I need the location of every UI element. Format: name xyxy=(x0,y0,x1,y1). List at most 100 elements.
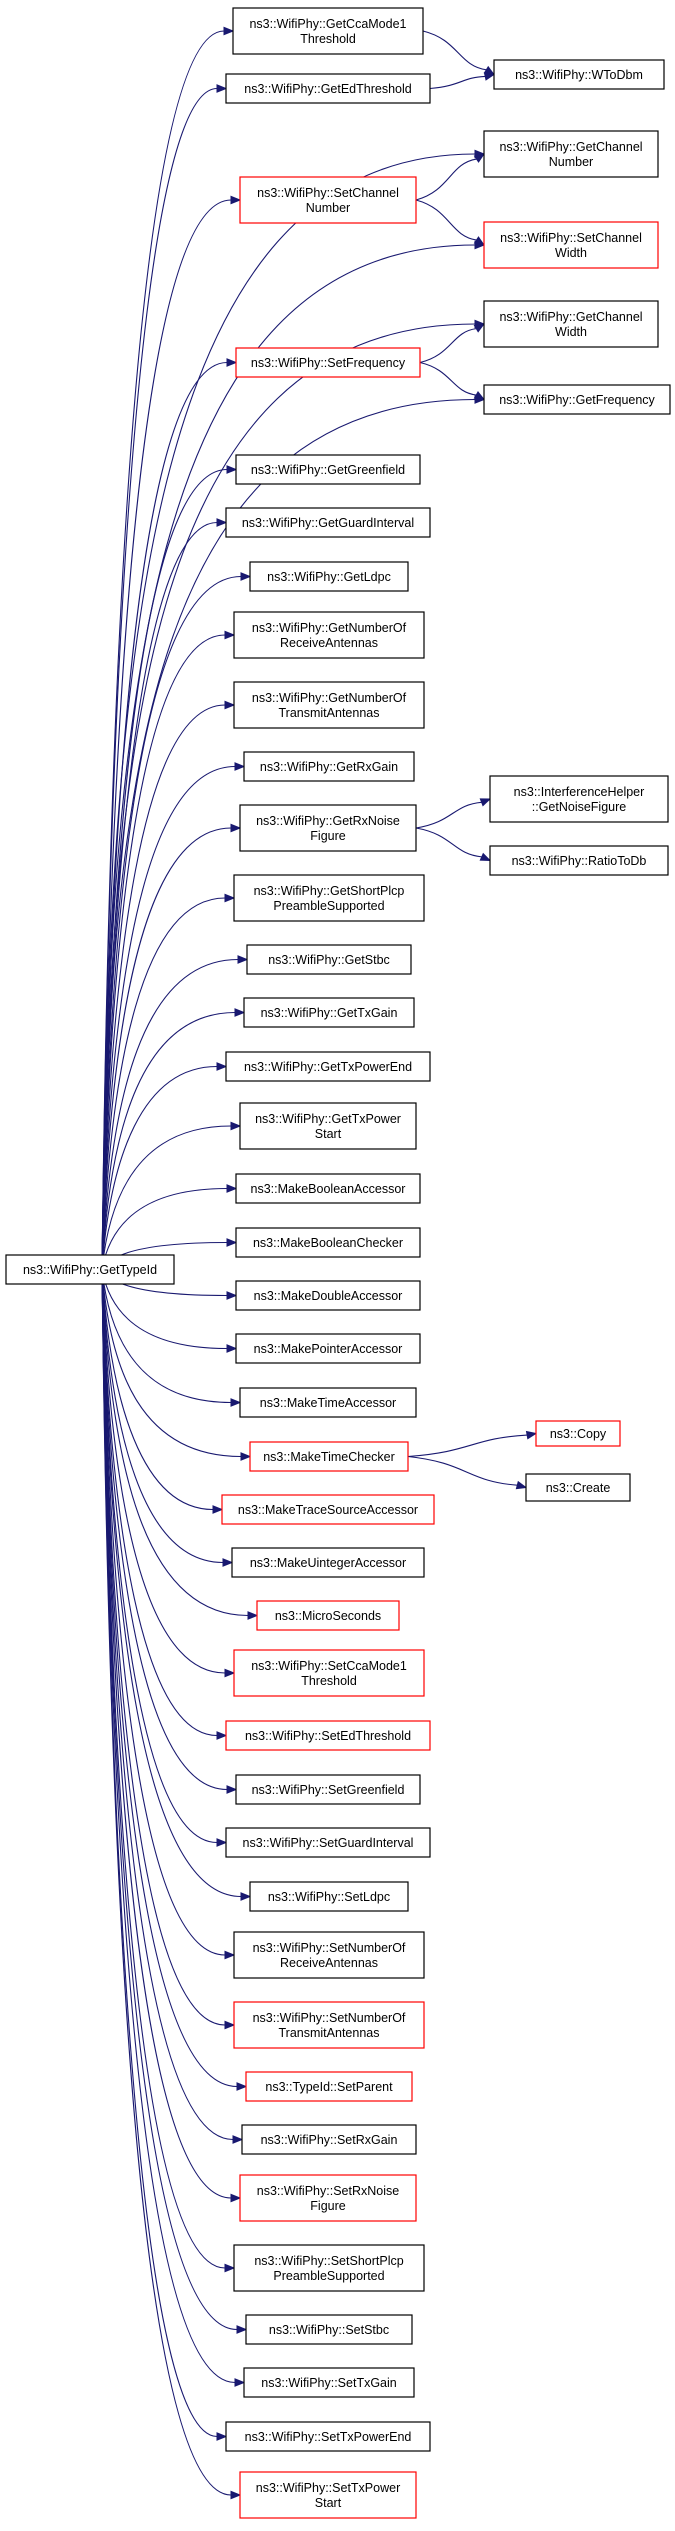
node-label: ns3::WifiPhy::SetRxGain xyxy=(261,2133,398,2147)
node-make-time-accessor[interactable]: ns3::MakeTimeAccessor xyxy=(239,1387,417,1418)
node-box xyxy=(225,1827,431,1858)
node-set-short-plcp-preamble-supported[interactable]: ns3::WifiPhy::SetShortPlcpPreambleSuppor… xyxy=(233,2244,425,2292)
edge-line xyxy=(422,30,487,71)
node-label: ns3::WifiPhy::SetNumberOf xyxy=(253,1941,406,1955)
arrowhead xyxy=(473,236,486,246)
edge-line xyxy=(101,1269,238,2088)
node-box xyxy=(233,874,425,922)
node-get-short-plcp-preamble-supported[interactable]: ns3::WifiPhy::GetShortPlcpPreambleSuppor… xyxy=(233,874,425,922)
node-box xyxy=(233,1931,425,1979)
node-get-ldpc[interactable]: ns3::WifiPhy::GetLdpc xyxy=(249,561,409,592)
node-set-frequency[interactable]: ns3::WifiPhy::SetFrequency xyxy=(235,347,421,378)
node-set-number-of-transmit-antennas[interactable]: ns3::WifiPhy::SetNumberOfTransmitAntenna… xyxy=(233,2001,425,2049)
node-ratio-to-db[interactable]: ns3::WifiPhy::RatioToDb xyxy=(489,845,669,876)
node-get-guard-interval[interactable]: ns3::WifiPhy::GetGuardInterval xyxy=(225,507,431,538)
node-label: PreambleSupported xyxy=(273,2269,384,2283)
node-label: Figure xyxy=(310,2199,345,2213)
node-box xyxy=(231,1547,425,1578)
node-copy[interactable]: ns3::Copy xyxy=(535,1420,621,1447)
node-set-tx-gain[interactable]: ns3::WifiPhy::SetTxGain xyxy=(243,2367,415,2398)
node-make-uinteger-accessor[interactable]: ns3::MakeUintegerAccessor xyxy=(231,1547,425,1578)
node-set-tx-power-end[interactable]: ns3::WifiPhy::SetTxPowerEnd xyxy=(225,2421,431,2452)
edge-root-to-get-stbc xyxy=(101,955,249,1270)
edge-root-to-get-number-of-transmit-antennas xyxy=(101,700,236,1270)
arrowhead xyxy=(515,1480,528,1490)
node-make-pointer-accessor[interactable]: ns3::MakePointerAccessor xyxy=(235,1333,421,1364)
node-label: ReceiveAntennas xyxy=(280,636,378,650)
root-node-get-type-id[interactable]: ns3::WifiPhy::GetTypeId xyxy=(5,1254,175,1285)
arrowhead xyxy=(230,2490,242,2500)
node-box xyxy=(235,1774,421,1805)
node-label: ns3::TypeId::SetParent xyxy=(265,2080,393,2094)
node-get-tx-power-end[interactable]: ns3::WifiPhy::GetTxPowerEnd xyxy=(225,1051,431,1082)
node-get-tx-gain[interactable]: ns3::WifiPhy::GetTxGain xyxy=(243,997,415,1028)
node-set-ldpc[interactable]: ns3::WifiPhy::SetLdpc xyxy=(249,1881,409,1912)
arrowhead xyxy=(230,1398,242,1407)
node-label: ns3::WifiPhy::SetRxNoise xyxy=(257,2184,399,2198)
node-get-stbc[interactable]: ns3::WifiPhy::GetStbc xyxy=(246,944,412,975)
edge-line xyxy=(101,1269,218,1737)
edge-get-rx-noise-figure-to-interference-get-noise-figure xyxy=(415,798,492,829)
node-box xyxy=(243,997,415,1028)
node-set-greenfield[interactable]: ns3::WifiPhy::SetGreenfield xyxy=(235,1774,421,1805)
arrowhead xyxy=(230,1121,242,1131)
node-set-ed-threshold[interactable]: ns3::WifiPhy::SetEdThreshold xyxy=(225,1720,431,1751)
node-box xyxy=(493,59,665,90)
arrowhead xyxy=(226,1184,238,1193)
node-set-rx-gain[interactable]: ns3::WifiPhy::SetRxGain xyxy=(241,2124,417,2155)
node-box xyxy=(221,1494,435,1525)
arrowhead xyxy=(473,390,486,401)
node-get-rx-gain[interactable]: ns3::WifiPhy::GetRxGain xyxy=(243,751,415,782)
arrowhead xyxy=(226,1785,238,1794)
node-get-greenfield[interactable]: ns3::WifiPhy::GetGreenfield xyxy=(235,454,421,485)
node-label: ns3::MicroSeconds xyxy=(275,1609,381,1623)
edge-line xyxy=(419,328,477,364)
node-make-trace-source-accessor[interactable]: ns3::MakeTraceSourceAccessor xyxy=(221,1494,435,1525)
node-label: ns3::WifiPhy::GetTxPower xyxy=(255,1112,401,1126)
node-label: Start xyxy=(315,2496,342,2510)
node-interference-get-noise-figure[interactable]: ns3::InterferenceHelper::GetNoiseFigure xyxy=(489,775,669,823)
arrowhead xyxy=(230,2193,242,2203)
node-make-boolean-checker[interactable]: ns3::MakeBooleanChecker xyxy=(235,1227,421,1258)
node-wto-dbm[interactable]: ns3::WifiPhy::WToDbm xyxy=(493,59,665,90)
node-label: ReceiveAntennas xyxy=(280,1956,378,1970)
node-create[interactable]: ns3::Create xyxy=(525,1473,631,1502)
node-label: ns3::MakeTimeAccessor xyxy=(260,1396,396,1410)
node-label: ns3::WifiPhy::GetLdpc xyxy=(267,570,391,584)
node-get-frequency[interactable]: ns3::WifiPhy::GetFrequency xyxy=(483,384,671,415)
edge-root-to-get-tx-power-start xyxy=(101,1121,242,1270)
arrowhead xyxy=(226,1291,238,1300)
edge-root-to-make-trace-source-accessor xyxy=(101,1269,224,1514)
edge-line xyxy=(419,361,477,396)
edge-line xyxy=(101,1269,242,1458)
edge-root-to-make-time-checker xyxy=(101,1269,252,1461)
node-make-double-accessor[interactable]: ns3::MakeDoubleAccessor xyxy=(235,1280,421,1311)
edge-root-to-set-ed-threshold xyxy=(101,1269,228,1740)
edge-set-frequency-to-get-frequency xyxy=(419,361,486,401)
node-set-guard-interval[interactable]: ns3::WifiPhy::SetGuardInterval xyxy=(225,1827,431,1858)
node-micro-seconds[interactable]: ns3::MicroSeconds xyxy=(256,1600,400,1631)
node-set-stbc[interactable]: ns3::WifiPhy::SetStbc xyxy=(245,2314,413,2345)
node-box xyxy=(483,300,659,348)
node-get-ed-threshold[interactable]: ns3::WifiPhy::GetEdThreshold xyxy=(225,73,431,104)
node-make-time-checker[interactable]: ns3::MakeTimeChecker xyxy=(249,1441,409,1472)
node-label: ns3::WifiPhy::SetShortPlcp xyxy=(254,2254,403,2268)
edge-root-to-get-guard-interval xyxy=(101,518,228,1270)
edge-root-to-set-channel-number xyxy=(101,195,242,1270)
node-make-boolean-accessor[interactable]: ns3::MakeBooleanAccessor xyxy=(235,1173,421,1204)
node-label: ns3::InterferenceHelper xyxy=(514,785,645,799)
node-get-number-of-transmit-antennas[interactable]: ns3::WifiPhy::GetNumberOfTransmitAntenna… xyxy=(233,681,425,729)
node-set-parent[interactable]: ns3::TypeId::SetParent xyxy=(245,2071,413,2102)
